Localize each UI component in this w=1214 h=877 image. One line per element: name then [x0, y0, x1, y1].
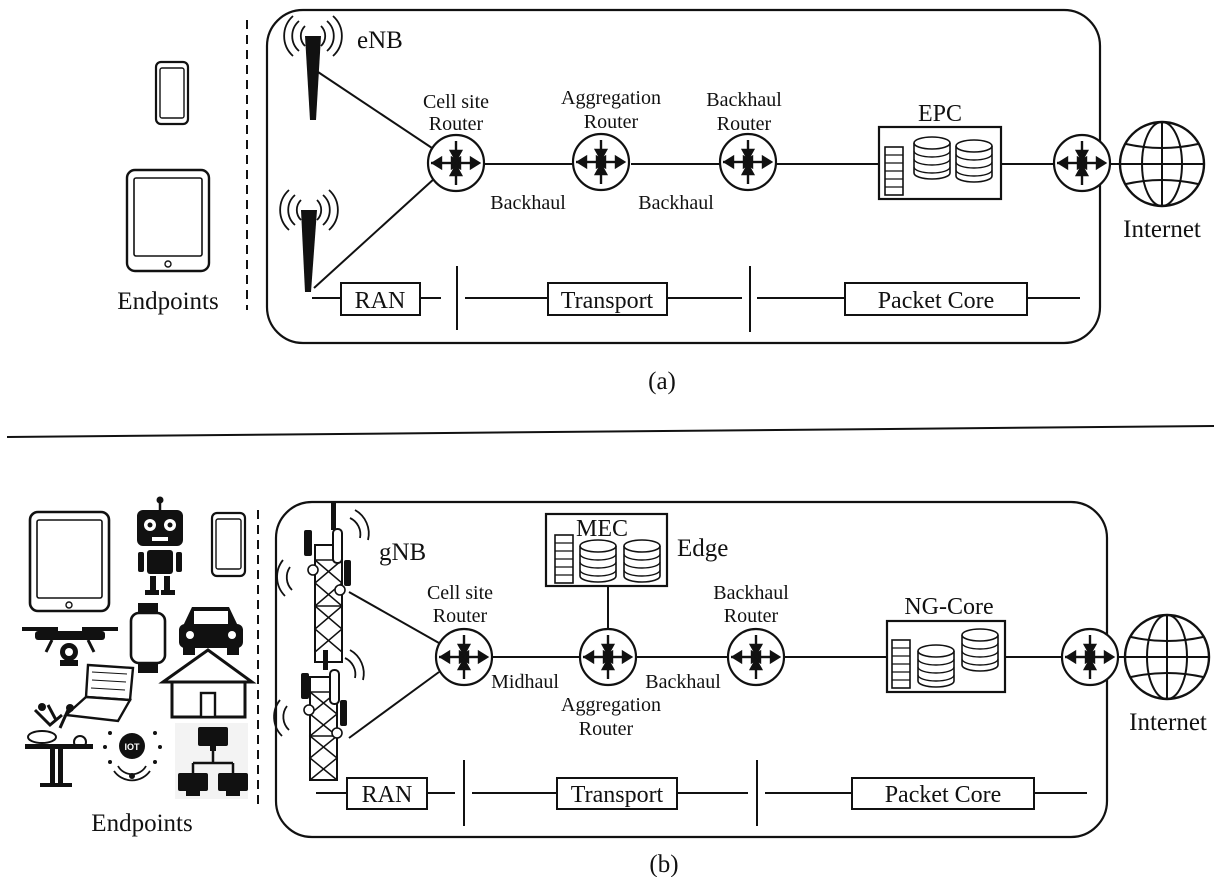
- aggregation-router-label-1: Aggregation: [561, 87, 661, 109]
- internet-label-a: Internet: [1123, 216, 1201, 243]
- cell-site-router-icon: [428, 135, 484, 191]
- packet-core-segment-label-a: Packet Core: [878, 288, 995, 314]
- iot-icon: IOT: [103, 731, 162, 780]
- panel-separator: [7, 426, 1214, 437]
- backhaul-router-label-1: Backhaul: [706, 89, 782, 111]
- ng-core-label: NG-Core: [904, 594, 993, 620]
- enb-label: eNB: [357, 27, 403, 54]
- ran-segment-label-a: RAN: [355, 288, 406, 314]
- aggregation-router-icon: [573, 134, 629, 190]
- globe-icon: [1120, 122, 1204, 206]
- smartphone-icon: [156, 62, 188, 124]
- caption-a: (a): [648, 368, 676, 395]
- smartphone-icon: [212, 513, 245, 576]
- epc-label: EPC: [918, 101, 962, 127]
- ng-core-server-icon: [887, 621, 1005, 692]
- mec-label: MEC: [576, 516, 628, 542]
- globe-icon: [1125, 615, 1209, 699]
- backhaul-link-label: Backhaul: [645, 671, 721, 693]
- cell-site-router-label-1: Cell site: [427, 582, 493, 604]
- backhaul-router-label-1: Backhaul: [713, 582, 789, 604]
- cell-site-router-label-1: Cell site: [423, 91, 489, 113]
- ran-segment-label-b: RAN: [362, 782, 413, 808]
- drone-icon: [22, 627, 118, 666]
- backhaul-link-label-1: Backhaul: [490, 192, 566, 214]
- backhaul-link-label-2: Backhaul: [638, 192, 714, 214]
- car-icon: [179, 607, 243, 655]
- internet-gateway-router-icon: [1062, 629, 1118, 685]
- packet-core-segment-label-b: Packet Core: [885, 782, 1002, 808]
- tower-icon: [277, 503, 369, 662]
- epc-server-icon: [879, 127, 1001, 199]
- transport-segment-label-b: Transport: [571, 782, 664, 808]
- computer-network-icon: [175, 723, 248, 799]
- laptop-icon: [66, 665, 133, 721]
- smartwatch-icon: [131, 603, 165, 673]
- internet-label-b: Internet: [1129, 709, 1207, 736]
- backhaul-router-label-2: Router: [724, 605, 779, 627]
- aggregation-router-icon: [580, 629, 636, 685]
- panel-a: Endpoints eNB Cell site Ro: [117, 10, 1204, 395]
- cell-site-router-label-2: Router: [433, 605, 488, 627]
- caption-b: (b): [649, 851, 678, 877]
- backhaul-router-icon: [720, 134, 776, 190]
- backhaul-router-icon: [728, 629, 784, 685]
- svg-text:IOT: IOT: [125, 742, 141, 752]
- internet-gateway-router-icon: [1054, 135, 1110, 191]
- aggregation-router-label-2: Router: [579, 718, 634, 740]
- endpoints-label-b: Endpoints: [91, 810, 192, 837]
- tablet-icon: [30, 512, 109, 611]
- cell-site-router-icon: [436, 629, 492, 685]
- aggregation-router-label-2: Router: [584, 111, 639, 133]
- endpoints-label-a: Endpoints: [117, 288, 218, 315]
- tablet-icon: [127, 170, 209, 271]
- transport-segment-label-a: Transport: [561, 288, 654, 314]
- house-icon: [163, 650, 252, 717]
- backhaul-router-label-2: Router: [717, 113, 772, 135]
- panel-b: IOT Endpoints: [22, 497, 1209, 877]
- cell-site-router-label-2: Router: [429, 113, 484, 135]
- midhaul-link-label: Midhaul: [491, 671, 559, 693]
- antenna-icon: [284, 16, 342, 120]
- gnb-label: gNB: [379, 539, 426, 566]
- antenna-icon: [280, 190, 338, 292]
- tower-icon: [274, 650, 364, 780]
- aggregation-router-label-1: Aggregation: [561, 694, 661, 716]
- robot-icon: [137, 497, 183, 596]
- edge-label: Edge: [677, 535, 728, 562]
